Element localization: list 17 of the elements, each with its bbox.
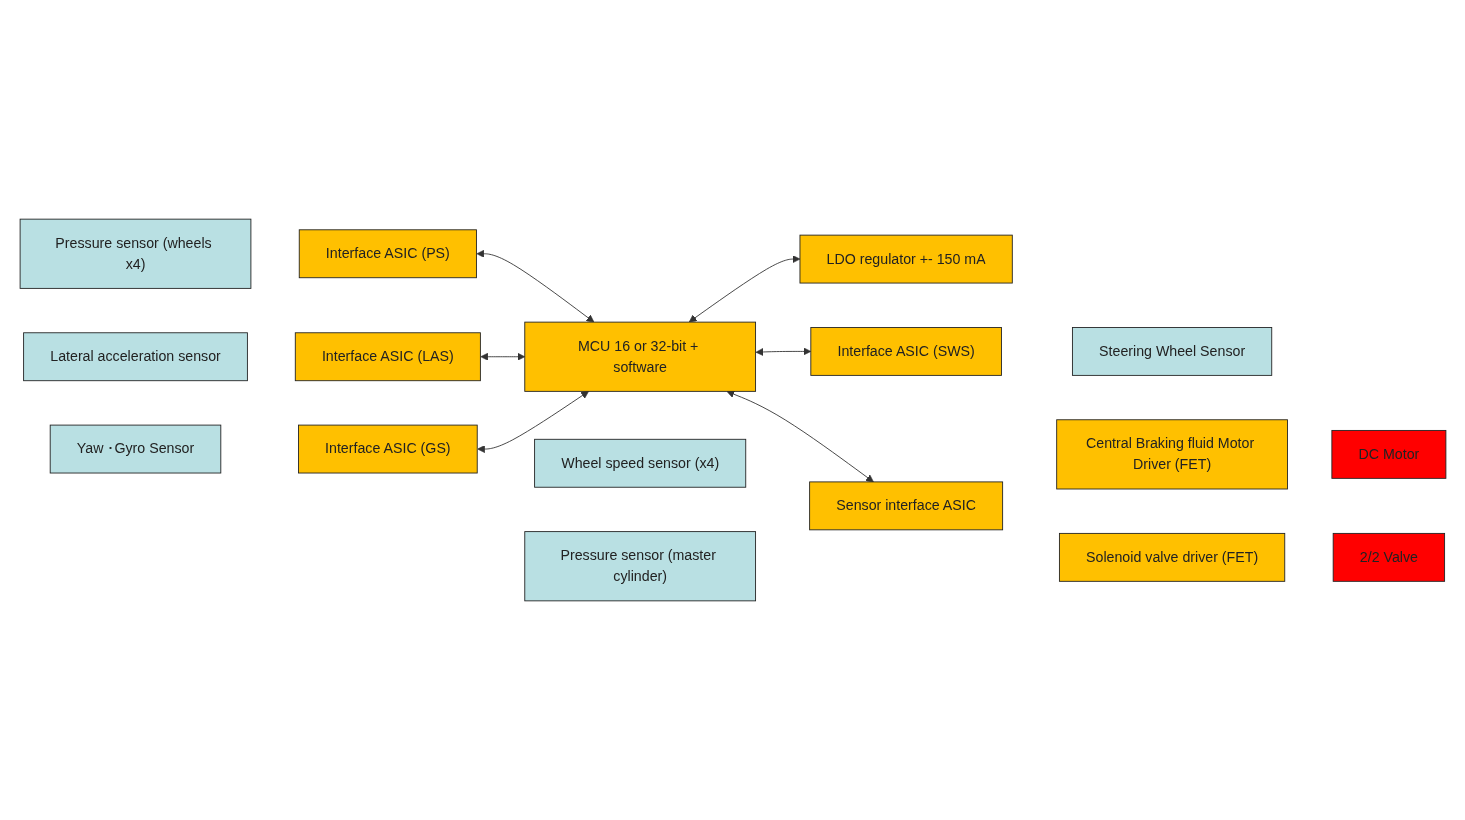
node-box: Interface ASIC (PS)	[298, 229, 477, 279]
node-box: Yaw ･Gyro Sensor	[49, 424, 221, 474]
node-box: Pressure sensor (master cylinder)	[523, 531, 756, 602]
node-box: Interface ASIC (LAS)	[294, 332, 481, 382]
node-box: LDO regulator +- 150 mA	[799, 234, 1013, 284]
node-box: DC Motor	[1330, 429, 1446, 479]
node-box: Central Braking fluid Motor Driver (FET)	[1055, 419, 1288, 490]
node-box: Solenoid valve driver (FET)	[1058, 532, 1285, 582]
node-box: 2/2 Valve	[1332, 532, 1445, 582]
node-box: Lateral acceleration sensor	[22, 332, 248, 382]
node-box: Interface ASIC (SWS)	[809, 327, 1002, 376]
node-box: Pressure sensor (wheels x4)	[19, 218, 251, 289]
node-box: Sensor interface ASIC	[808, 481, 1003, 531]
node-box: MCU 16 or 32-bit + software	[523, 321, 756, 392]
node-box: Interface ASIC (GS)	[297, 424, 478, 474]
node-box: Wheel speed sensor (x4)	[533, 438, 746, 488]
node-box: Steering Wheel Sensor	[1071, 327, 1272, 376]
